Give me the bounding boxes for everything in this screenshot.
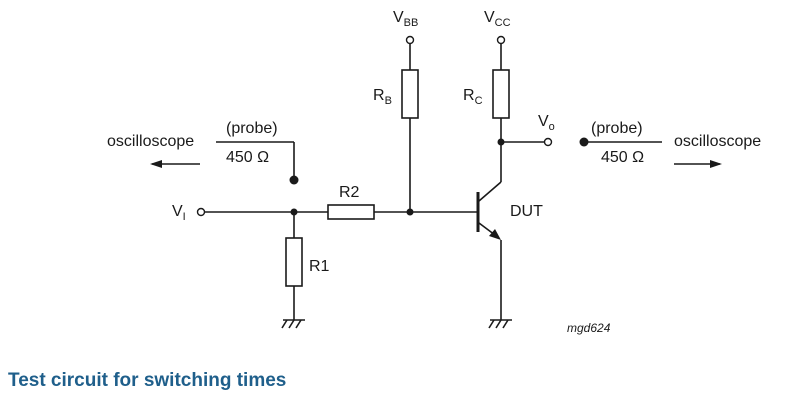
rc-label: RC — [463, 87, 483, 107]
drawing-code: mgd624 — [567, 321, 611, 335]
emitter-arrow-icon — [489, 229, 501, 240]
test-circuit-schematic: VBB RB VCC RC Vo (probe) 450 Ω oscillosc… — [107, 9, 761, 335]
arrow-left-icon — [150, 160, 162, 168]
right-probe-label: (probe) — [591, 120, 643, 137]
r1-label: R1 — [309, 258, 330, 275]
resistor-rb — [401, 69, 419, 119]
vo-label: Vo — [538, 113, 555, 133]
rb-label: RB — [373, 87, 392, 107]
ground-icon — [488, 319, 512, 329]
vcc-terminal — [496, 35, 506, 45]
vi-label: VI — [172, 203, 186, 223]
right-impedance-label: 450 Ω — [601, 149, 644, 166]
left-probe: oscilloscope (probe) 450 Ω — [107, 120, 299, 185]
r1-branch: R1 — [281, 212, 330, 329]
dut-label: DUT — [510, 203, 543, 220]
ground-icon — [281, 319, 305, 329]
transistor-dut: DUT — [476, 181, 543, 329]
right-probe: (probe) 450 Ω oscilloscope — [579, 120, 761, 168]
vbb-terminal — [405, 35, 415, 45]
left-impedance-label: 450 Ω — [226, 149, 269, 166]
vo-terminal — [543, 137, 553, 147]
figure-caption: Test circuit for switching times — [8, 370, 287, 391]
input-network: VI R2 — [172, 184, 478, 223]
output-vo: Vo — [497, 113, 555, 147]
vcc-label: VCC — [484, 9, 511, 29]
vbb-label: VBB — [393, 9, 418, 29]
resistor-r2 — [327, 204, 375, 220]
arrow-right-icon — [710, 160, 722, 168]
left-oscilloscope-label: oscilloscope — [107, 133, 194, 150]
vcc-supply: VCC RC — [463, 9, 511, 182]
resistor-rc — [492, 69, 510, 119]
left-probe-label: (probe) — [226, 120, 278, 137]
resistor-r1 — [285, 237, 303, 287]
vbb-supply: VBB RB — [373, 9, 419, 212]
vi-terminal — [196, 207, 206, 217]
right-oscilloscope-label: oscilloscope — [674, 133, 761, 150]
r2-label: R2 — [339, 184, 360, 201]
